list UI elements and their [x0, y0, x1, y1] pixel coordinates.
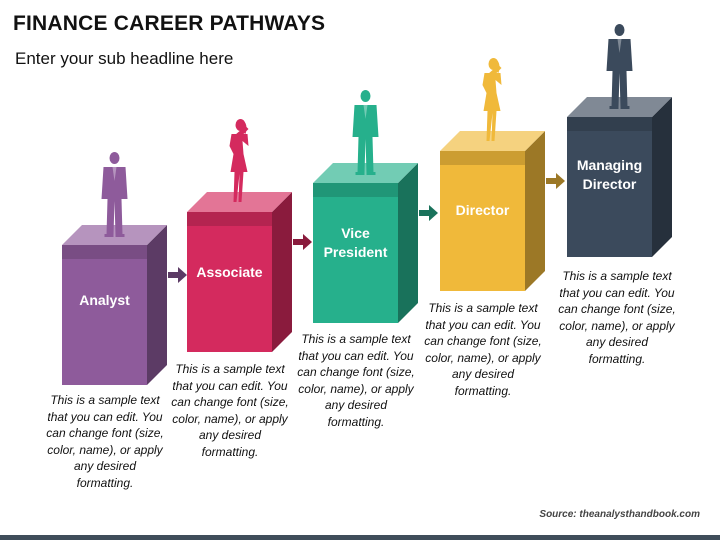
- block-top-face: [567, 97, 672, 117]
- woman-figure-icon: [482, 58, 502, 141]
- step-description: This is a sample text that you can edit.…: [297, 332, 415, 429]
- block-front-face: [62, 245, 147, 385]
- block-front-band: [62, 245, 147, 259]
- step-description: This is a sample text that you can edit.…: [46, 393, 164, 490]
- block-side-face: [652, 97, 672, 257]
- step-description: This is a sample text that you can edit.…: [424, 301, 542, 398]
- step-description: This is a sample text that you can edit.…: [558, 269, 676, 366]
- block-top-face: [313, 163, 418, 183]
- man-figure-icon: [352, 90, 379, 175]
- block-front-face: [313, 183, 398, 323]
- block-front-face: [187, 212, 272, 352]
- block-front-band: [187, 212, 272, 226]
- step-description: This is a sample text that you can edit.…: [171, 362, 289, 459]
- man-figure-icon: [606, 24, 633, 109]
- arrow-right-icon: [168, 267, 187, 283]
- block-side-face: [147, 225, 167, 385]
- block-side-face: [272, 192, 292, 352]
- block-front-band: [440, 151, 525, 165]
- step-label: Vice President: [323, 225, 388, 260]
- block-top-face: [62, 225, 167, 245]
- bottom-bar: [0, 535, 720, 540]
- career-step-block: [567, 97, 672, 257]
- arrow-right-icon: [293, 234, 312, 250]
- woman-figure-icon: [229, 119, 249, 202]
- block-front-band: [313, 183, 398, 197]
- step-label: Analyst: [79, 291, 130, 308]
- step-label: Director: [455, 201, 510, 218]
- step-label: Managing Director: [576, 157, 643, 192]
- arrow-right-icon: [546, 173, 565, 189]
- block-front-face: [567, 117, 652, 257]
- source-note: Source: theanalysthandbook.com: [539, 509, 700, 520]
- career-step-block: [313, 163, 418, 323]
- block-front-face: [440, 151, 525, 291]
- career-step-block: [187, 192, 292, 352]
- step-label: Associate: [196, 263, 263, 280]
- page-subtitle: Enter your sub headline here: [15, 49, 234, 68]
- block-front-band: [567, 117, 652, 131]
- block-side-face: [525, 131, 545, 291]
- career-step-block: [62, 225, 167, 385]
- arrow-right-icon: [419, 205, 438, 221]
- page-title: FINANCE CAREER PATHWAYS: [13, 12, 326, 35]
- block-side-face: [398, 163, 418, 323]
- man-figure-icon: [101, 152, 128, 237]
